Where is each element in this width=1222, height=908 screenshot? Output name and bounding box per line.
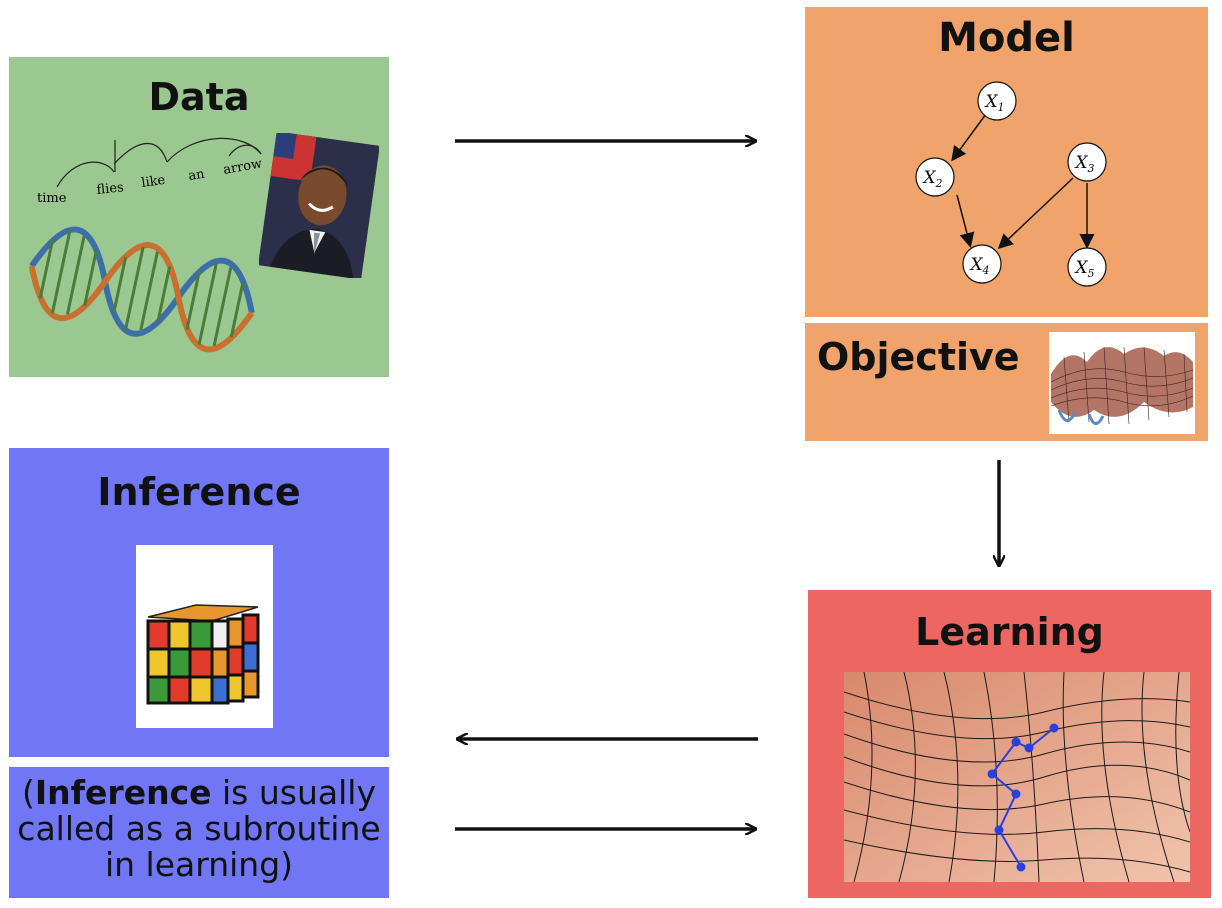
node-x4-sub: 4 <box>982 264 990 277</box>
gradient-descent-path <box>987 723 1059 872</box>
word-time: time <box>37 191 67 206</box>
word-an: an <box>187 167 206 184</box>
svg-text:X3: X3 <box>1073 153 1094 175</box>
note-rest: is usually called as a subroutine in lea… <box>17 773 381 884</box>
note-bold-inference: Inference <box>34 773 212 812</box>
node-x5 <box>1067 247 1107 287</box>
svg-text:X5: X5 <box>1073 258 1094 280</box>
node-x1 <box>977 81 1017 121</box>
node-x2-sub: 2 <box>935 177 943 190</box>
data-panel: Data time flies like an arrow <box>9 57 389 377</box>
note-open-paren: ( <box>22 773 35 812</box>
learning-panel: Learning <box>808 590 1211 898</box>
inference-panel: Inference <box>9 448 389 757</box>
node-x3 <box>1067 142 1107 182</box>
node-x1-sub: 1 <box>998 101 1005 114</box>
edge-x2-x4 <box>956 194 975 248</box>
bayes-net-graph: X1 X2 X3 X4 X5 <box>915 81 1107 287</box>
node-x1-label: X <box>983 92 998 112</box>
optimization-landscape-plot <box>844 672 1190 882</box>
node-x2-label: X <box>921 168 936 188</box>
inference-note-panel: (Inference is usually called as a subrou… <box>9 767 389 898</box>
dependency-parse-illustration: time flies like an arrow <box>37 137 263 206</box>
model-title: Model <box>938 15 1075 61</box>
word-flies: flies <box>96 180 125 198</box>
dna-helix-image <box>28 226 255 353</box>
edge-x1-x2 <box>951 113 987 162</box>
node-x5-label: X <box>1073 258 1088 278</box>
learning-title: Learning <box>915 610 1104 654</box>
objective-panel: Objective <box>805 323 1208 441</box>
node-x4 <box>962 244 1002 284</box>
node-x3-sub: 3 <box>1088 162 1095 175</box>
node-x5-sub: 5 <box>1088 267 1095 280</box>
svg-text:X4: X4 <box>968 255 989 277</box>
objective-surface-plot <box>1049 332 1195 434</box>
inference-note-text: (Inference is usually called as a subrou… <box>9 775 389 883</box>
node-x3-label: X <box>1073 153 1088 173</box>
edge-x3-x4 <box>997 177 1074 250</box>
objective-title: Objective <box>817 335 1020 379</box>
word-like: like <box>140 173 166 191</box>
data-title: Data <box>148 75 250 119</box>
node-x4-label: X <box>968 255 983 275</box>
portrait-photo <box>259 133 379 278</box>
model-panel: Model X1 X2 X3 X4 X5 <box>805 7 1208 317</box>
inference-title: Inference <box>97 470 301 514</box>
rubiks-cube-image <box>136 545 273 728</box>
svg-text:X2: X2 <box>921 168 942 190</box>
node-x2 <box>915 157 955 197</box>
word-arrow: arrow <box>222 156 263 178</box>
svg-text:X1: X1 <box>983 92 1004 114</box>
